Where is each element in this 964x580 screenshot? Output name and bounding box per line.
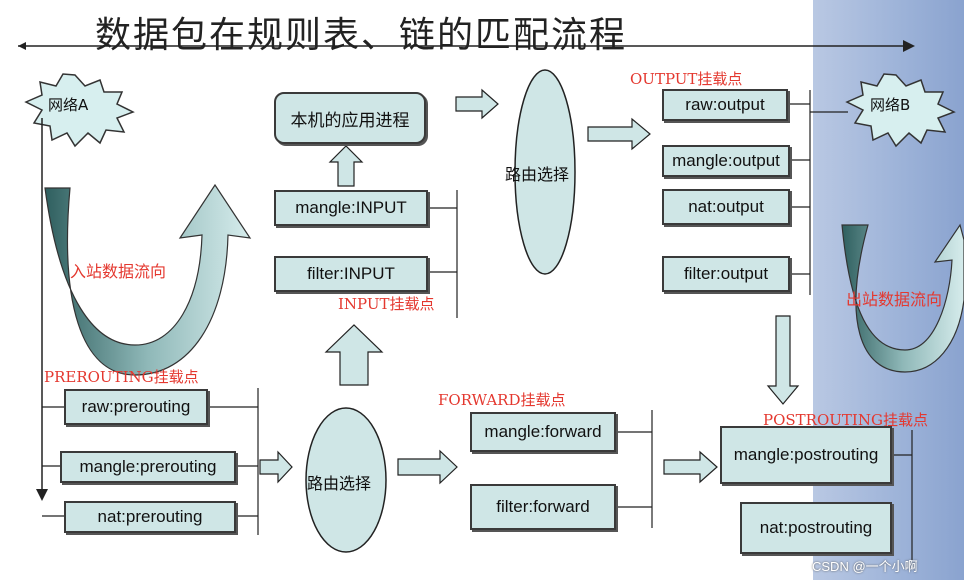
output-hook-label: OUTPUT挂载点 (630, 68, 742, 89)
forward-hook-label: FORWARD挂载点 (438, 389, 566, 410)
arrow-routing-to-input (326, 325, 382, 385)
table-mangle-output: mangle:output (662, 145, 790, 177)
arrow-routing-to-forward (398, 451, 457, 483)
prerouting-hook-label: PREROUTING挂载点 (44, 366, 199, 387)
watermark-text: CSDN @一个小啊 (812, 556, 918, 575)
routing-label-bottom: 路由选择 (307, 470, 371, 494)
table-mangle-postrouting: mangle:postrouting (720, 426, 892, 484)
arrow-routing-to-output (588, 119, 650, 149)
arrow-app-to-routing (456, 90, 498, 118)
table-filter-forward: filter:forward (470, 484, 616, 530)
arrow-prerouting-to-routing (260, 452, 292, 482)
input-hook-label: INPUT挂载点 (338, 293, 435, 314)
table-nat-output: nat:output (662, 189, 790, 225)
network-b-label: 网络B (870, 94, 910, 115)
table-filter-input: filter:INPUT (274, 256, 428, 292)
arrow-output-to-postrouting (768, 316, 798, 404)
app-process-box: 本机的应用进程 (274, 92, 426, 144)
routing-label-top: 路由选择 (505, 161, 569, 185)
table-nat-postrouting: nat:postrouting (740, 502, 892, 554)
arrow-forward-to-postrouting (664, 452, 717, 482)
arrow-input-to-app (330, 146, 362, 186)
outbound-flow-label: 出站数据流向 (846, 286, 942, 310)
table-mangle-forward: mangle:forward (470, 412, 616, 452)
table-raw-output: raw:output (662, 89, 788, 121)
table-raw-prerouting: raw:prerouting (64, 389, 208, 425)
network-a-label: 网络A (48, 94, 88, 115)
table-filter-output: filter:output (662, 256, 790, 292)
table-mangle-prerouting: mangle:prerouting (60, 451, 236, 483)
table-mangle-input: mangle:INPUT (274, 190, 428, 226)
inbound-flow-label: 入站数据流向 (70, 258, 166, 282)
table-nat-prerouting: nat:prerouting (64, 501, 236, 533)
